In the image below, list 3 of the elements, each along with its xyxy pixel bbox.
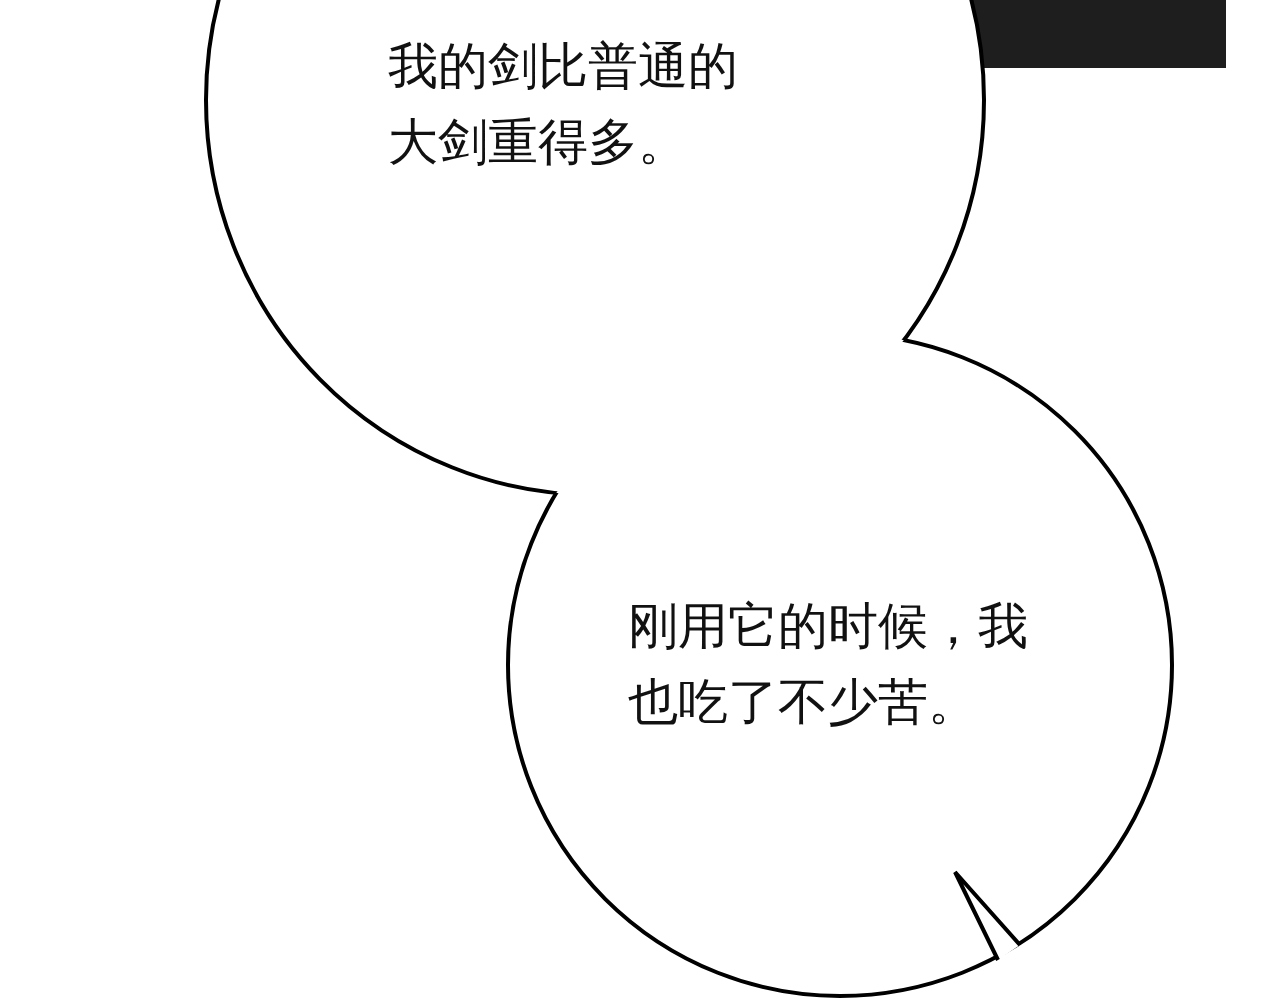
speech-text: 我的剑比普通的大剑重得多。 <box>388 36 739 173</box>
speech-bubble <box>205 0 985 497</box>
speech-text: 刚用它的时候，我也吃了不少苦。 <box>628 596 1029 733</box>
